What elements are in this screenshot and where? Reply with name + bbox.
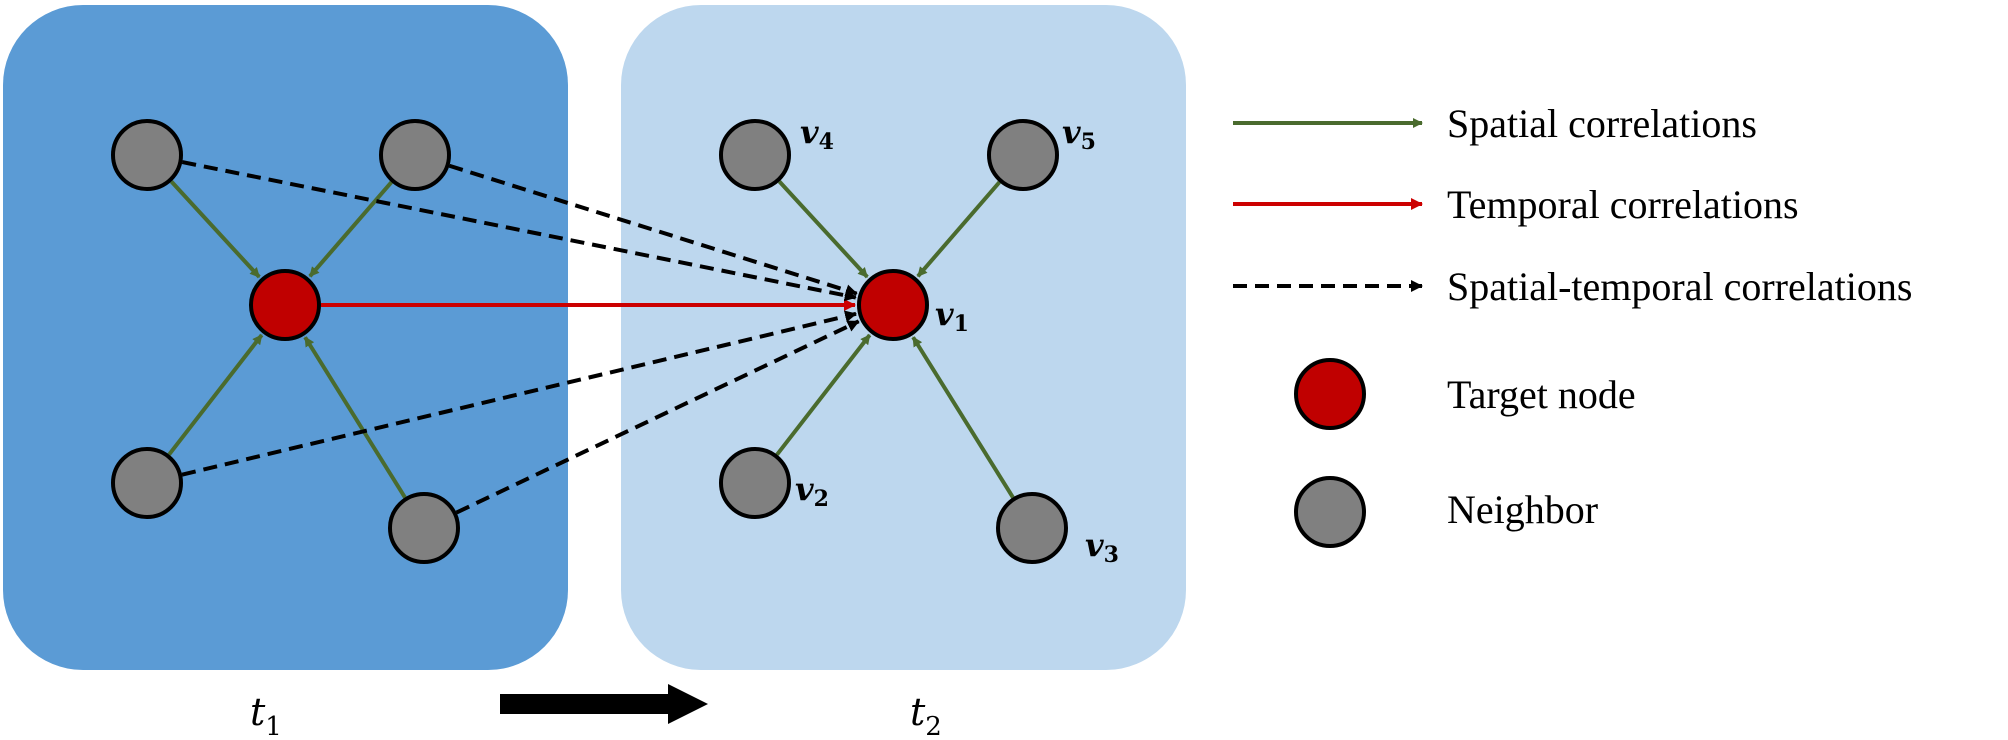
legend: Spatial correlations Temporal correlatio…	[1233, 101, 1912, 548]
spatial-temporal-edge-n_b-to-v1	[448, 163, 858, 297]
target-node	[249, 269, 321, 341]
legend-temporal: Temporal correlations	[1233, 182, 1799, 227]
edges	[167, 160, 1015, 515]
spatial-edge-n_d-to-n_c	[167, 333, 264, 456]
legend-neighbor-label: Neighbor	[1447, 487, 1598, 532]
node-n_b	[379, 119, 451, 191]
node-label-v3: v3	[1085, 526, 1119, 568]
node-n_e	[388, 492, 460, 564]
legend-spatial-label: Spatial correlations	[1447, 101, 1757, 146]
neighbor-node	[379, 119, 451, 191]
panel-t2-time-label: t2	[910, 690, 942, 740]
legend-target: Target node	[1294, 358, 1636, 430]
spatial-temporal-edge-n_a-to-v1	[181, 160, 857, 302]
spatial-edge-n_e-to-n_c	[303, 336, 407, 499]
legend-neighbor-swatch	[1294, 476, 1366, 548]
neighbor-node	[996, 492, 1068, 564]
neighbor-node	[111, 119, 183, 191]
spatial-edge-n_b-to-n_c	[308, 180, 393, 278]
panel-t2: t2	[621, 5, 1186, 740]
panel-t1: t1	[3, 5, 568, 740]
legend-spatial-temporal: Spatial-temporal correlations	[1233, 264, 1912, 309]
node-label-v5: v5	[1062, 113, 1096, 155]
legend-target-label: Target node	[1447, 372, 1636, 417]
target-node	[857, 269, 929, 341]
legend-spatial-temporal-label: Spatial-temporal correlations	[1447, 264, 1912, 309]
legend-spatial: Spatial correlations	[1233, 101, 1757, 146]
spatial-edge-v3-to-v1	[911, 336, 1015, 499]
node-n_d	[111, 447, 183, 519]
neighbor-node	[987, 119, 1059, 191]
node-v1: v1	[857, 269, 969, 341]
spatial-temporal-edge-n_e-to-v1	[455, 319, 860, 515]
neighbor-node	[388, 492, 460, 564]
node-v2: v2	[719, 447, 829, 519]
spatial-edge-v4-to-v1	[777, 180, 869, 279]
neighbor-node	[719, 447, 791, 519]
panel-t1-time-label: t1	[250, 690, 282, 740]
node-label-v1: v1	[935, 295, 969, 337]
legend-neighbor: Neighbor	[1294, 476, 1598, 548]
spatial-edge-v2-to-v1	[775, 333, 872, 456]
node-label-v4: v4	[800, 113, 834, 155]
spatial-edge-n_a-to-n_c	[169, 180, 261, 279]
node-n_a	[111, 119, 183, 191]
spatial-edge-v5-to-v1	[916, 180, 1001, 278]
neighbor-node	[111, 447, 183, 519]
node-v3: v3	[996, 492, 1119, 568]
neighbor-node	[719, 119, 791, 191]
legend-temporal-label: Temporal correlations	[1447, 182, 1799, 227]
node-label-v2: v2	[795, 470, 829, 512]
node-n_c	[249, 269, 321, 341]
time-arrow	[500, 684, 708, 724]
legend-target-swatch	[1294, 358, 1366, 430]
node-v5: v5	[987, 113, 1096, 191]
node-v4: v4	[719, 113, 834, 191]
spatial-temporal-edge-n_d-to-v1	[181, 310, 858, 477]
